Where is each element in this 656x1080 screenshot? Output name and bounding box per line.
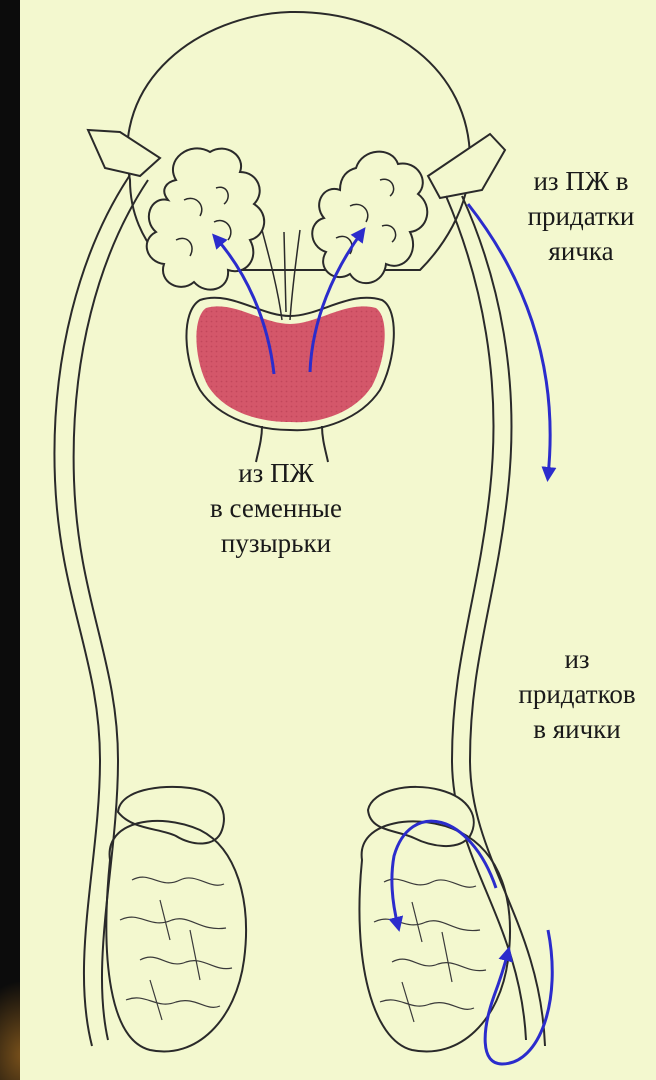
ejaculatory-ducts bbox=[262, 230, 300, 320]
label-prostate-to-epididymis: из ПЖ в придатки яичка bbox=[506, 164, 656, 269]
label-line: пузырьки bbox=[176, 526, 376, 561]
right-epididymis bbox=[368, 787, 474, 846]
label-line: из ПЖ в bbox=[506, 164, 656, 199]
label-line: яичка bbox=[506, 234, 656, 269]
label-line: в семенные bbox=[176, 491, 376, 526]
right-seminal-vesicle bbox=[312, 152, 427, 283]
label-line: в яички bbox=[498, 712, 656, 747]
label-prostate-to-seminal-vesicles: из ПЖ в семенные пузырьки bbox=[176, 456, 376, 561]
left-seminal-vesicle bbox=[147, 148, 264, 289]
left-testis bbox=[106, 821, 246, 1052]
left-vas-deferens-inner bbox=[74, 180, 148, 1040]
right-testis-veins bbox=[374, 879, 486, 1022]
label-line: из bbox=[498, 642, 656, 677]
arrow-return-loop bbox=[485, 930, 552, 1064]
label-line: придатков bbox=[498, 677, 656, 712]
label-line: придатки bbox=[506, 199, 656, 234]
left-vas-end bbox=[88, 130, 160, 176]
left-testis-veins bbox=[120, 877, 232, 1020]
prostate-texture bbox=[196, 306, 384, 422]
label-epididymis-to-testes: из придатков в яички bbox=[498, 642, 656, 747]
right-vas-end bbox=[428, 134, 505, 198]
label-line: из ПЖ bbox=[176, 456, 376, 491]
